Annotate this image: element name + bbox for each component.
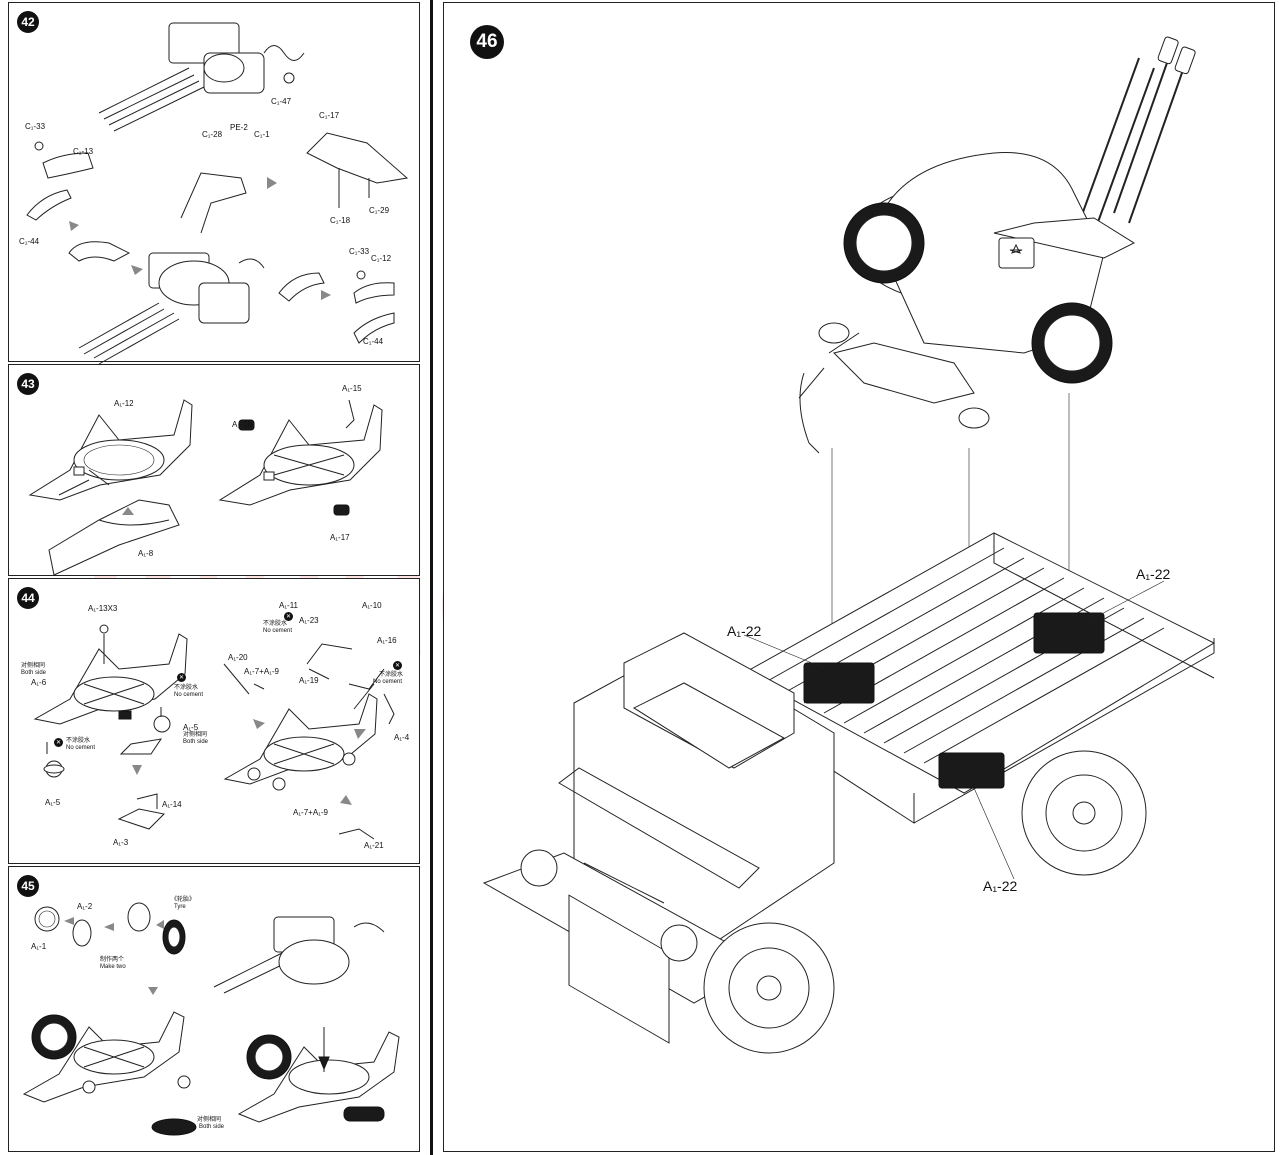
label-a14: A₁-14 (162, 800, 182, 809)
label-c1: C₁-1 (254, 130, 270, 139)
base-assembled-right (223, 693, 378, 791)
label-both-side2-en: Both side (183, 739, 209, 745)
label-no-cement-cn-b: 不涂胶水 (66, 738, 91, 744)
label-a17: A₁-17 (330, 533, 350, 542)
label-no-cement-en-b: No cement (66, 745, 96, 751)
assembly-final (237, 1027, 400, 1123)
label-a8: A₁-8 (138, 549, 154, 558)
label-both-side-cn: 对侧相同 (197, 1117, 222, 1123)
step-46-panel: 46 (443, 2, 1275, 1152)
label-a22-bottom: A₁-22 (983, 878, 1018, 894)
label-a11: A₁-11 (279, 601, 299, 610)
label-c18: C₁-18 (330, 216, 351, 225)
label-a2: A₁-2 (77, 902, 93, 911)
step-44-panel: 44 A₁-13 (8, 578, 420, 864)
part-c13-group (26, 141, 94, 221)
base-with-wheels-left (22, 1011, 197, 1136)
gun-assembly-bottom (78, 252, 265, 365)
step-43-number: 43 (17, 373, 39, 395)
label-c13: C₁-13 (73, 147, 94, 156)
step-42-number: 42 (17, 11, 39, 33)
label-a5-right: A₁-5 (183, 723, 199, 732)
label-no-cement-cn-d: 不涂胶水 (379, 672, 404, 678)
aa-gun-mount (798, 36, 1196, 454)
label-make-two-en: Make two (100, 964, 126, 970)
label-no-cement-cn-c: 不涂胶水 (263, 621, 288, 627)
label-a23: A₁-23 (299, 616, 319, 625)
label-a12: A₁-12 (114, 399, 134, 408)
label-a7-a9-top: A₁-7+A₁-9 (244, 667, 279, 676)
gun-mount-small (213, 916, 385, 994)
truck-bed (742, 532, 1216, 824)
step-43-drawing (28, 399, 383, 576)
label-a5-left: A₁-5 (45, 798, 61, 807)
label-tyre-en: Tyre (174, 904, 186, 910)
label-a13x3: A₁-13X3 (88, 604, 118, 613)
gun-assembly-top (98, 22, 305, 132)
label-a22-left: A₁-22 (727, 623, 762, 639)
label-no-cement-cn-a: 不涂胶水 (174, 685, 199, 691)
label-a19: A₁-19 (299, 676, 319, 685)
step-46-drawing (482, 36, 1216, 1054)
label-no-cement-en-c: No cement (263, 628, 293, 634)
page-divider (430, 0, 433, 1155)
label-both-side-en: Both side (21, 670, 47, 676)
no-cement-icon: ✕ (177, 673, 186, 682)
label-a3: A₁-3 (113, 838, 129, 847)
label-tyre-cn: 《轮胎》 (171, 897, 196, 903)
label-no-cement-en-d: No cement (373, 679, 403, 685)
turntable-base-left (28, 399, 193, 501)
truck-wheel-rear (1021, 750, 1147, 876)
step-42-drawing (26, 22, 409, 365)
label-a20: A₁-20 (228, 653, 248, 662)
label-c47: C₁-47 (271, 97, 292, 106)
label-a4: A₁-4 (394, 733, 410, 742)
part-c12-group (353, 270, 395, 344)
label-both-side2-cn: 对侧相同 (183, 732, 208, 738)
label-pe2: PE-2 (230, 123, 248, 132)
step-45-number: 45 (17, 875, 39, 897)
step-43-panel: 43 A₁-12 A₁-8 A₁-15 A₁-18 A₁-17 (8, 364, 420, 576)
label-c33-bottom: C₁-33 (349, 247, 370, 256)
label-a16: A₁-16 (377, 636, 397, 645)
no-cement-icon: ✕ (393, 661, 402, 670)
step-44-number: 44 (17, 587, 39, 609)
label-a10: A₁-10 (362, 601, 382, 610)
label-c29: C₁-29 (369, 206, 390, 215)
turntable-base-right (218, 399, 383, 516)
label-a21: A₁-21 (364, 841, 384, 850)
label-make-two-cn: 制作两个 (100, 957, 125, 963)
no-cement-icon: ✕ (284, 612, 293, 621)
label-a6: A₁-6 (31, 678, 47, 687)
label-c44-top: C₁-44 (19, 237, 40, 246)
label-c12: C₁-12 (371, 254, 392, 263)
step-45-panel: 45 (8, 866, 420, 1152)
label-a18: A₁-18 (232, 420, 252, 429)
label-both-side-cn: 对侧相同 (21, 663, 46, 669)
base-with-pins (33, 624, 188, 725)
label-c28: C₁-28 (202, 130, 223, 139)
label-both-side-en: Both side (199, 1124, 225, 1130)
label-a7-a9-bottom: A₁-7+A₁-9 (293, 808, 328, 817)
step-46-number: 46 (470, 25, 504, 59)
label-a22-right: A₁-22 (1136, 566, 1171, 582)
label-a15: A₁-15 (342, 384, 362, 393)
label-c33-top: C₁-33 (25, 122, 46, 131)
label-no-cement-en-a: No cement (174, 692, 204, 698)
step-44-drawing (33, 624, 395, 840)
label-c44-bottom: C₁-44 (363, 337, 384, 346)
truck-cab (482, 632, 835, 1044)
truck-wheel-front (703, 922, 835, 1054)
part-c17-group (306, 132, 409, 208)
step-42-panel: 42 (8, 2, 420, 365)
label-c17: C₁-17 (319, 111, 340, 120)
step-45-drawing (22, 902, 400, 1136)
no-cement-icon: ✕ (54, 738, 63, 747)
label-a1: A₁-1 (31, 942, 47, 951)
